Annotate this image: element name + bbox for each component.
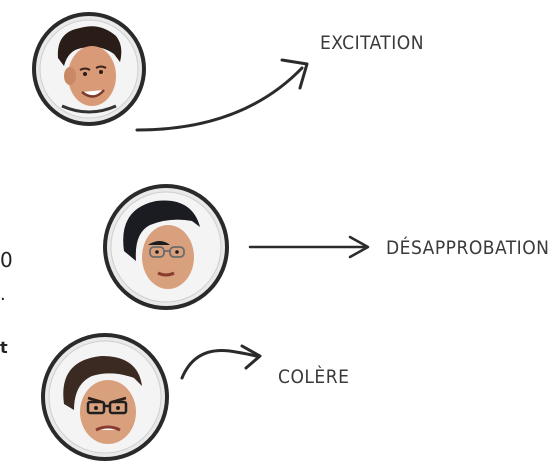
arrow-to-excitation xyxy=(135,58,309,132)
emotion-label-colere: COLÈRE xyxy=(278,366,350,388)
arrow-to-desapprobation xyxy=(248,235,370,259)
avatar-disapproval-icon xyxy=(100,181,232,313)
avatar-anger-icon xyxy=(38,330,172,464)
arrow-to-colere xyxy=(180,344,262,380)
cropped-text-fragment: . xyxy=(0,284,6,305)
cropped-text-fragment: 0 xyxy=(0,248,13,272)
cropped-text-fragment: t xyxy=(0,338,8,357)
emotion-label-desapprobation: DÉSAPPROBATION xyxy=(386,237,550,259)
emotion-label-excitation: EXCITATION xyxy=(320,32,424,54)
avatar-excitation-icon xyxy=(30,10,148,128)
